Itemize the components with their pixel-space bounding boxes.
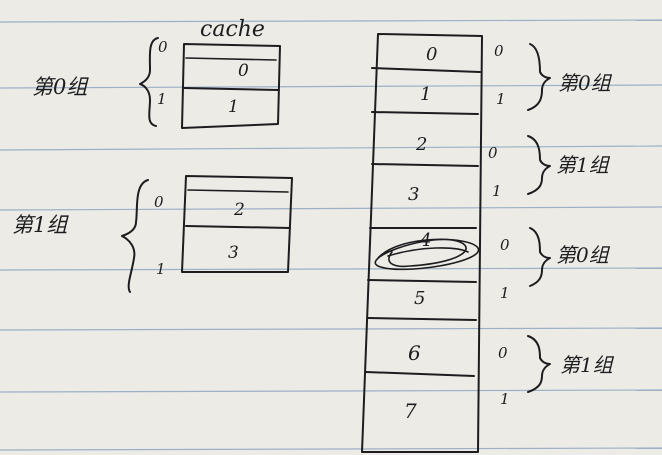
memory-group-1b-label: 第1组: [560, 353, 615, 377]
cache-group-0-divider: [183, 87, 279, 91]
memory-block-7: 7: [404, 399, 417, 423]
cache-title: cache: [200, 17, 265, 42]
cache-line-2: 2: [233, 200, 245, 220]
memory-group-0b-brace: [529, 227, 551, 287]
memory-group-1a-index-1: 1: [492, 182, 502, 200]
memory-group-0b-label: 第0组: [556, 243, 611, 267]
cache-group-0-way-0: 0: [158, 38, 168, 56]
memory-group-0a-index-1: 1: [496, 90, 506, 108]
cache-group-1-divider: [185, 225, 291, 229]
memory-group-0b-index-1: 1: [500, 284, 510, 302]
cache-group-0: 第0组 0 1 0 1: [32, 37, 281, 129]
memory-block-3: 3: [408, 184, 419, 205]
memory-group-1b-index-1: 1: [500, 390, 510, 408]
cache-group-0-label: 第0组: [32, 75, 89, 99]
cache-group-1: 第1组 0 1 2 3: [12, 175, 293, 293]
cache-group-1-box: [181, 175, 293, 273]
memory-column: 0 1 2 3 4 5 6 7: [361, 33, 483, 453]
memory-group-0a-label: 第0组: [558, 71, 613, 95]
cache-group-1-way-1: 1: [156, 260, 166, 278]
cache-group-0-box: [181, 43, 281, 129]
memory-block-6: 6: [408, 341, 421, 365]
cache-group-1-label: 第1组: [12, 213, 69, 237]
cache-line-1: 1: [228, 97, 239, 117]
memory-block-0: 0: [426, 44, 437, 65]
cache-line-0: 0: [238, 61, 249, 81]
memory-group-0a: 0 1 第0组: [494, 42, 613, 111]
cache-group-0-way-1: 1: [157, 90, 167, 108]
memory-group-1a-label: 第1组: [556, 153, 611, 177]
memory-outline: [361, 33, 483, 453]
cache-line-3: 3: [228, 243, 239, 263]
memory-group-1b-index-0: 0: [498, 344, 508, 362]
scribble-mark: [374, 238, 479, 271]
memory-group-1a: 0 1 第1组: [488, 135, 611, 200]
ruled-lines: [0, 19, 662, 451]
memory-group-1b-brace: [527, 335, 551, 393]
cache-group-1-way-0: 0: [154, 193, 164, 211]
memory-group-0a-brace: [527, 43, 551, 111]
memory-block-1: 1: [420, 84, 431, 105]
memory-block-5: 5: [414, 288, 425, 309]
memory-block-2: 2: [415, 134, 427, 155]
cache-group-0-brace: [139, 37, 159, 127]
memory-group-1a-index-0: 0: [488, 144, 498, 162]
memory-group-1a-brace: [527, 135, 551, 195]
memory-group-0a-index-0: 0: [494, 42, 504, 60]
memory-group-0b: 0 1 第0组: [500, 227, 611, 302]
memory-group-1b: 0 1 第1组: [498, 335, 615, 408]
memory-group-0b-index-0: 0: [500, 236, 510, 254]
cache-group-1-brace: [121, 179, 149, 293]
